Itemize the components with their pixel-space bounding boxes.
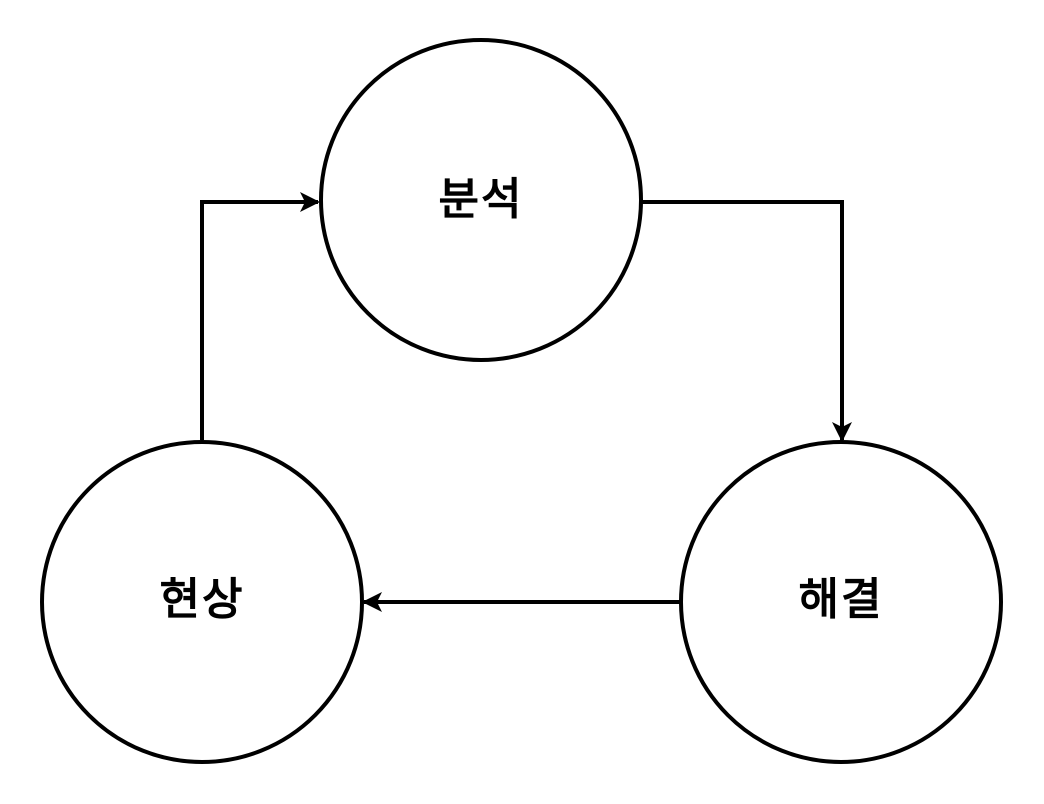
node-solution-circle: [679, 440, 1003, 764]
node-analysis: 분석: [319, 38, 643, 362]
node-phenomenon-label: 현상: [160, 574, 245, 625]
node-phenomenon: 현상: [40, 440, 364, 764]
edge-analysis-to-solution: [642, 200, 852, 442]
node-solution-label: 해결: [799, 574, 884, 625]
edge-phenomenon-to-analysis: [200, 192, 320, 440]
node-analysis-circle: [319, 38, 643, 362]
node-analysis-label: 분석: [439, 174, 524, 225]
node-phenomenon-circle: [40, 440, 364, 764]
node-solution: 해결: [679, 440, 1003, 764]
